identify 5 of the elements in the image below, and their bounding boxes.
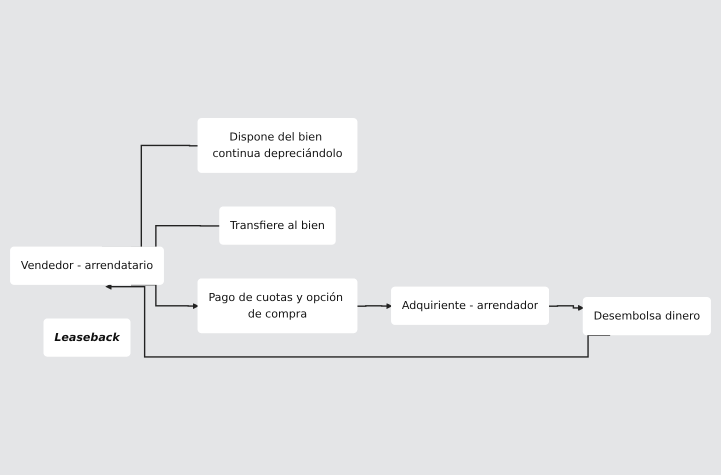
flowchart: Dispone del bien continua depreciándolo Transfiere al bien Vendedor - arrendatario Leaseback Adquiriente - arrendador Desembolsa dinero Pago de cuotas y opción de compra bbox=[5, 112, 716, 362]
arrow bbox=[130, 284, 199, 309]
arrow bbox=[105, 283, 610, 358]
arrow bbox=[357, 302, 392, 309]
arrow bbox=[549, 304, 584, 311]
